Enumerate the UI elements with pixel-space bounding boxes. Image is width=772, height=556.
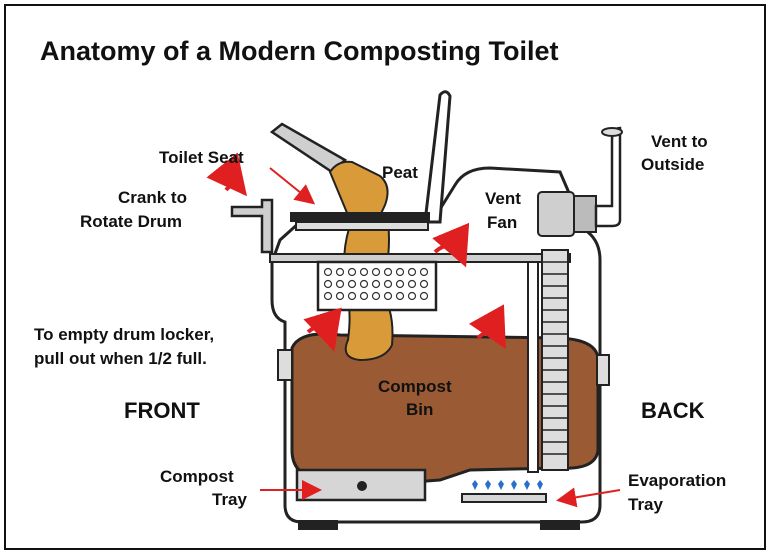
vent-pipe-opening xyxy=(601,127,623,137)
label-vent-fan-1: Vent xyxy=(485,189,521,208)
label-vent-fan-2: Fan xyxy=(487,213,517,232)
label-evaporation-tray-2: Tray xyxy=(628,495,664,514)
drum-back-handle xyxy=(596,354,610,386)
label-evaporation-tray-1: Evaporation xyxy=(628,471,726,490)
toilet-lid xyxy=(423,90,452,224)
seat-ring xyxy=(295,221,429,231)
drum-gear-rack xyxy=(527,249,569,473)
label-compost-tray-1: Compost xyxy=(160,467,234,486)
drum-front-handle xyxy=(277,349,293,381)
label-toilet-seat: Toilet Seat xyxy=(159,148,244,167)
aerator-grid xyxy=(316,260,438,312)
label-drum-locker-2: pull out when 1/2 full. xyxy=(34,349,207,368)
label-compost-bin-1: Compost xyxy=(378,377,452,396)
toilet-seat xyxy=(290,212,430,222)
compost-tray xyxy=(295,468,427,502)
vent-pipe xyxy=(594,126,622,228)
label-crank-2: Rotate Drum xyxy=(80,212,182,231)
pointer-arrows xyxy=(260,167,621,508)
label-compost-tray-2: Tray xyxy=(212,490,248,509)
label-crank-1: Crank to xyxy=(118,188,187,207)
label-vent-outside-2: Outside xyxy=(641,155,704,174)
rotation-arrows xyxy=(206,152,506,352)
label-back: BACK xyxy=(641,398,705,423)
vent-fan xyxy=(537,191,597,237)
label-peat: Peat xyxy=(382,163,418,182)
drum-crank xyxy=(230,198,274,254)
label-front: FRONT xyxy=(124,398,200,423)
evaporation-tray xyxy=(461,480,547,503)
diagram-title: Anatomy of a Modern Composting Toilet xyxy=(40,36,558,66)
label-drum-locker-1: To empty drum locker, xyxy=(34,325,214,344)
label-vent-outside-1: Vent to xyxy=(651,132,708,151)
back-foot xyxy=(540,520,580,530)
label-compost-bin-2: Bin xyxy=(406,400,433,419)
peat-chute xyxy=(269,122,389,221)
front-foot xyxy=(298,520,338,530)
